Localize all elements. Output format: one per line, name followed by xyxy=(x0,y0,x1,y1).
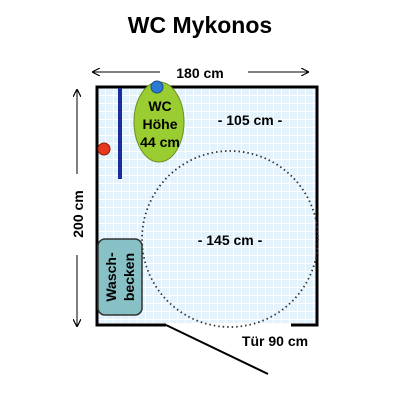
free-space-label: - 105 cm - xyxy=(217,112,283,128)
turning-circle xyxy=(141,150,319,328)
flush-button-marker xyxy=(150,80,164,94)
page-title: WC Mykonos xyxy=(127,12,273,38)
basin-label-line1: Wasch- xyxy=(103,252,119,302)
toilet-label-line2: Höhe xyxy=(142,116,178,132)
toilet-label: WC Höhe 44 cm xyxy=(132,97,188,151)
door-leaf xyxy=(165,324,269,375)
toilet-label-line1: WC xyxy=(148,98,172,114)
basin-label-line2: becken xyxy=(121,252,137,302)
door-width-label: Tür 90 cm xyxy=(241,333,309,349)
wash-basin xyxy=(97,238,143,316)
height-dimension-label: 200 cm xyxy=(70,190,86,238)
turning-space-label: - 145 cm - xyxy=(197,232,263,248)
basin-label: Wasch- becken xyxy=(98,239,142,315)
wall-outline xyxy=(95,85,319,327)
grab-bar xyxy=(118,88,122,179)
toilet-label-line3: 44 cm xyxy=(140,134,180,150)
paper-holder-marker xyxy=(97,142,111,156)
width-dimension-label: 180 cm xyxy=(176,65,224,81)
